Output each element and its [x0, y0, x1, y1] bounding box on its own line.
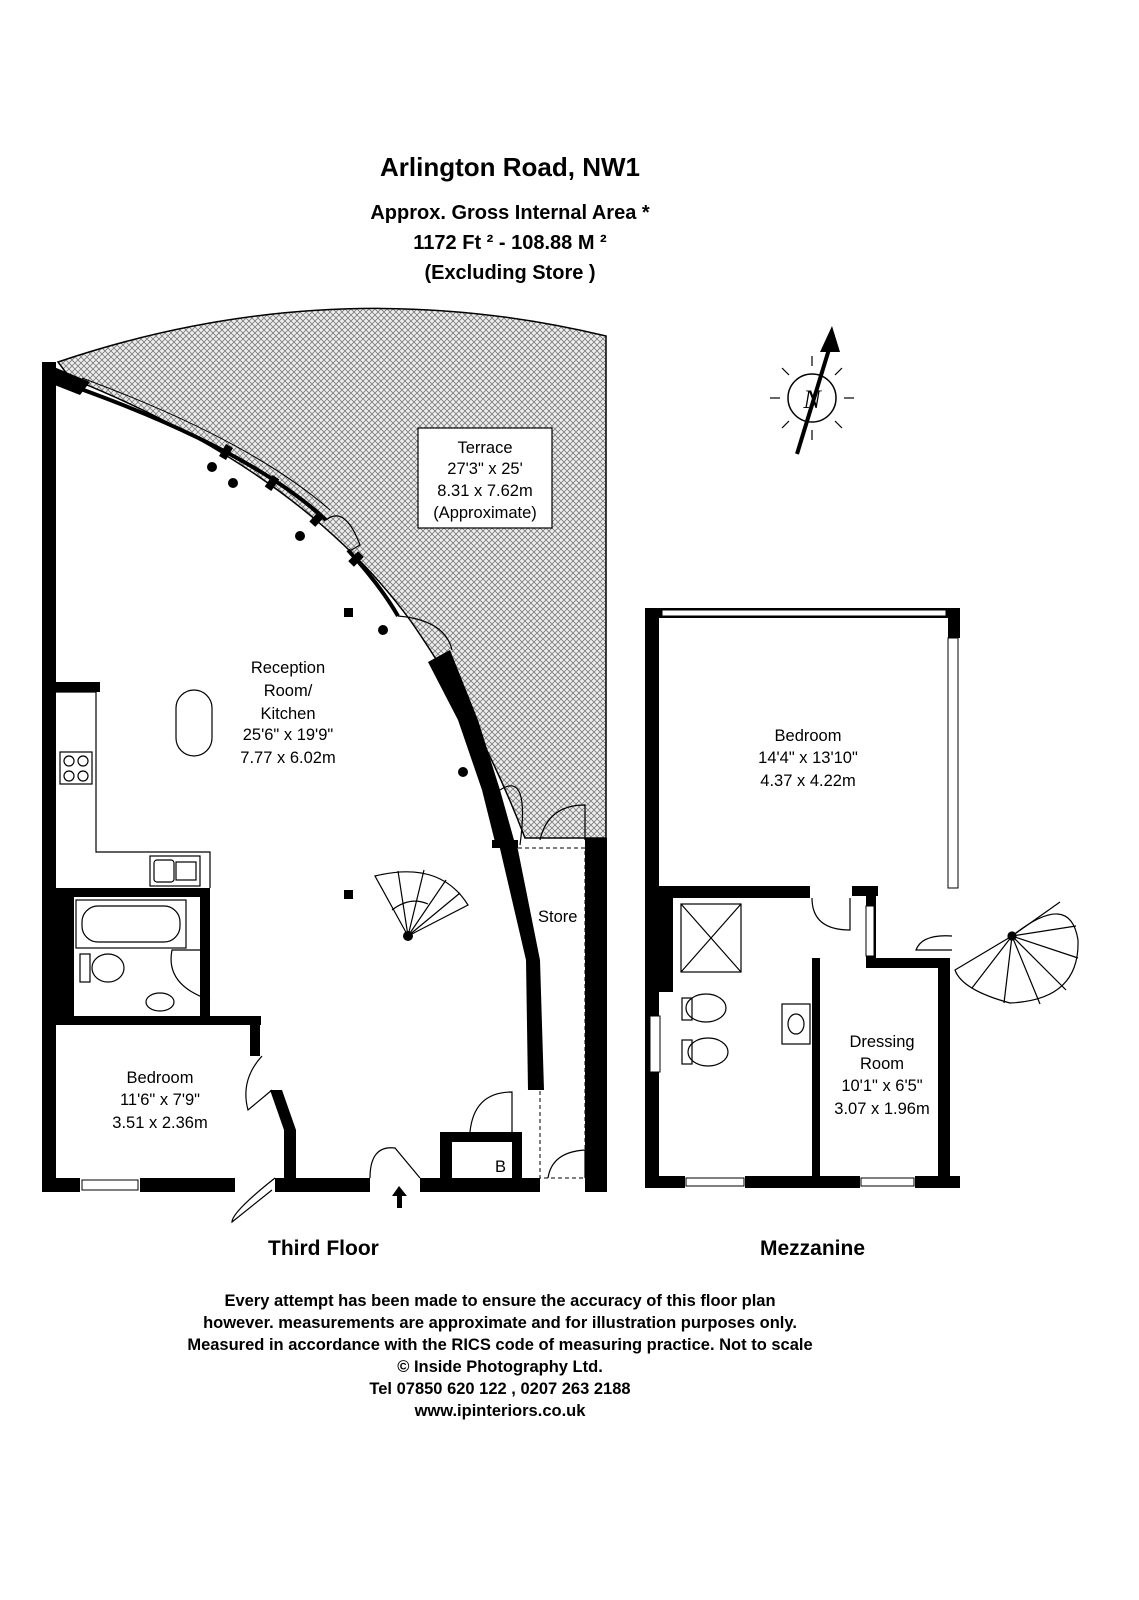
- boiler-label: B: [495, 1158, 506, 1176]
- bedroom-mezz-imperial: 14'4" x 13'10": [758, 749, 858, 767]
- bedroom-third-imperial: 11'6" x 7'9": [120, 1091, 200, 1109]
- bedroom-mezz-metric: 4.37 x 4.22m: [760, 772, 855, 790]
- reception-imperial: 25'6" x 19'9": [243, 726, 334, 744]
- spiral-stair-mezzanine: [811, 897, 1079, 1005]
- floor-label-third: Third Floor: [268, 1237, 379, 1260]
- dressing-name-line1: Dressing: [849, 1033, 914, 1051]
- terrace-imperial: 27'3" x 25': [447, 460, 522, 478]
- dressing-imperial: 10'1" x 6'5": [841, 1077, 922, 1095]
- disclaimer-line-6: www.ipinteriors.co.uk: [414, 1402, 586, 1420]
- reception-name-line3: Kitchen: [260, 705, 315, 723]
- area-note: (Excluding Store ): [424, 262, 596, 284]
- entrance-arrow-icon: [392, 1186, 407, 1208]
- door-swings: [170, 515, 586, 1224]
- dressing-name-line2: Room: [860, 1055, 904, 1073]
- disclaimer-line-5: Tel 07850 620 122 , 0207 263 2188: [369, 1380, 631, 1398]
- reception-metric: 7.77 x 6.02m: [240, 749, 335, 767]
- store-name: Store: [538, 908, 577, 926]
- structural-columns: [207, 462, 468, 941]
- window-bedroom-third: [81, 1179, 139, 1191]
- disclaimer-line-3: Measured in accordance with the RICS cod…: [187, 1336, 813, 1354]
- reception-name-line1: Reception: [251, 659, 325, 677]
- area-label: Approx. Gross Internal Area *: [370, 202, 650, 224]
- terrace-note: (Approximate): [433, 504, 537, 522]
- bedroom-mezz-name: Bedroom: [775, 727, 842, 745]
- compass-letter: N: [802, 385, 822, 414]
- floor-label-mezzanine: Mezzanine: [760, 1237, 866, 1260]
- north-compass-icon: N: [770, 326, 854, 455]
- terrace-name: Terrace: [457, 439, 512, 457]
- terrace-label-box: [417, 427, 553, 529]
- spiral-stair-third-floor: [374, 869, 469, 937]
- mezzanine-glazing: [649, 609, 959, 1187]
- kitchen-units: [56, 689, 213, 888]
- terrace-metric: 8.31 x 7.62m: [437, 482, 532, 500]
- reception-name-line2: Room/: [264, 682, 313, 700]
- disclaimer-line-2: however. measurements are approximate an…: [203, 1314, 797, 1332]
- disclaimer-line-4: © Inside Photography Ltd.: [397, 1358, 603, 1376]
- bedroom-third-name: Bedroom: [127, 1069, 194, 1087]
- area-values: 1172 Ft ² - 108.88 M ²: [413, 232, 607, 254]
- store-room: Store: [518, 847, 586, 1179]
- bathroom-third-floor: [75, 899, 187, 1012]
- bedroom-third-metric: 3.51 x 2.36m: [112, 1114, 207, 1132]
- disclaimer: Every attempt has been made to ensure th…: [0, 1290, 1000, 1422]
- ensuite-mezzanine: [680, 903, 811, 1067]
- third-floor-walls: [42, 362, 607, 1192]
- dressing-metric: 3.07 x 1.96m: [834, 1100, 929, 1118]
- disclaimer-line-1: Every attempt has been made to ensure th…: [224, 1292, 776, 1310]
- plan-title: Arlington Road, NW1: [380, 152, 640, 182]
